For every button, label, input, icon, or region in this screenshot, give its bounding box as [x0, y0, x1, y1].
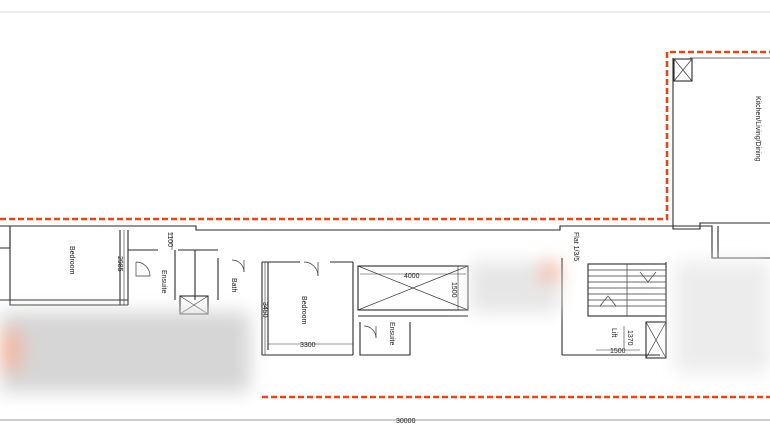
dim-text-3450: 3450 — [261, 302, 268, 318]
wall-upper-right — [672, 58, 770, 230]
label-bedroom-left: Bedroom — [68, 246, 75, 275]
dim-text-4000: 4000 — [404, 273, 420, 280]
lift-shaft — [645, 321, 667, 359]
door-arc-ensuite — [135, 261, 151, 277]
dim-text-1100: 1100 — [166, 232, 173, 247]
wall-bedroom-mid-left — [261, 262, 353, 356]
label-bath: Bath — [230, 278, 237, 293]
door-arc-bath — [231, 259, 245, 273]
label-lift: Lift — [610, 328, 617, 337]
service-shaft-bath — [179, 295, 209, 315]
wall-corridor-top — [0, 225, 770, 259]
dim-text-1370: 1370 — [626, 330, 633, 346]
door-arc-bedroom-mid — [303, 261, 319, 277]
label-flat: Flat 1/3/5 — [572, 232, 579, 261]
site-boundary-upper — [0, 50, 770, 221]
label-bedroom-mid: Bedroom — [300, 296, 307, 325]
label-kitchen-living-dining: Kitchen/Living/Dining — [754, 96, 761, 161]
lift-lobby-void — [357, 265, 469, 311]
staircase — [587, 263, 667, 317]
wall-ensuite-mid — [359, 322, 411, 356]
dim-text-1500-h: 1500 — [610, 348, 626, 355]
door-arc-ensuite-mid — [363, 325, 377, 339]
dim-text-3300: 3300 — [300, 342, 316, 349]
door-swing-ensuite — [135, 262, 150, 277]
wall-left-end — [0, 226, 11, 249]
dim-text-30000: 30000 — [396, 418, 416, 425]
dim-text-2985: 2985 — [116, 256, 123, 272]
wall-bedroom-left — [9, 230, 128, 306]
label-ensuite-left: Ensuite — [160, 270, 167, 293]
service-shaft-top — [673, 58, 693, 82]
label-ensuite-mid: Ensuite — [388, 322, 395, 345]
dim-text-1500-v: 1500 — [450, 282, 457, 298]
obscured-area — [0, 262, 770, 392]
